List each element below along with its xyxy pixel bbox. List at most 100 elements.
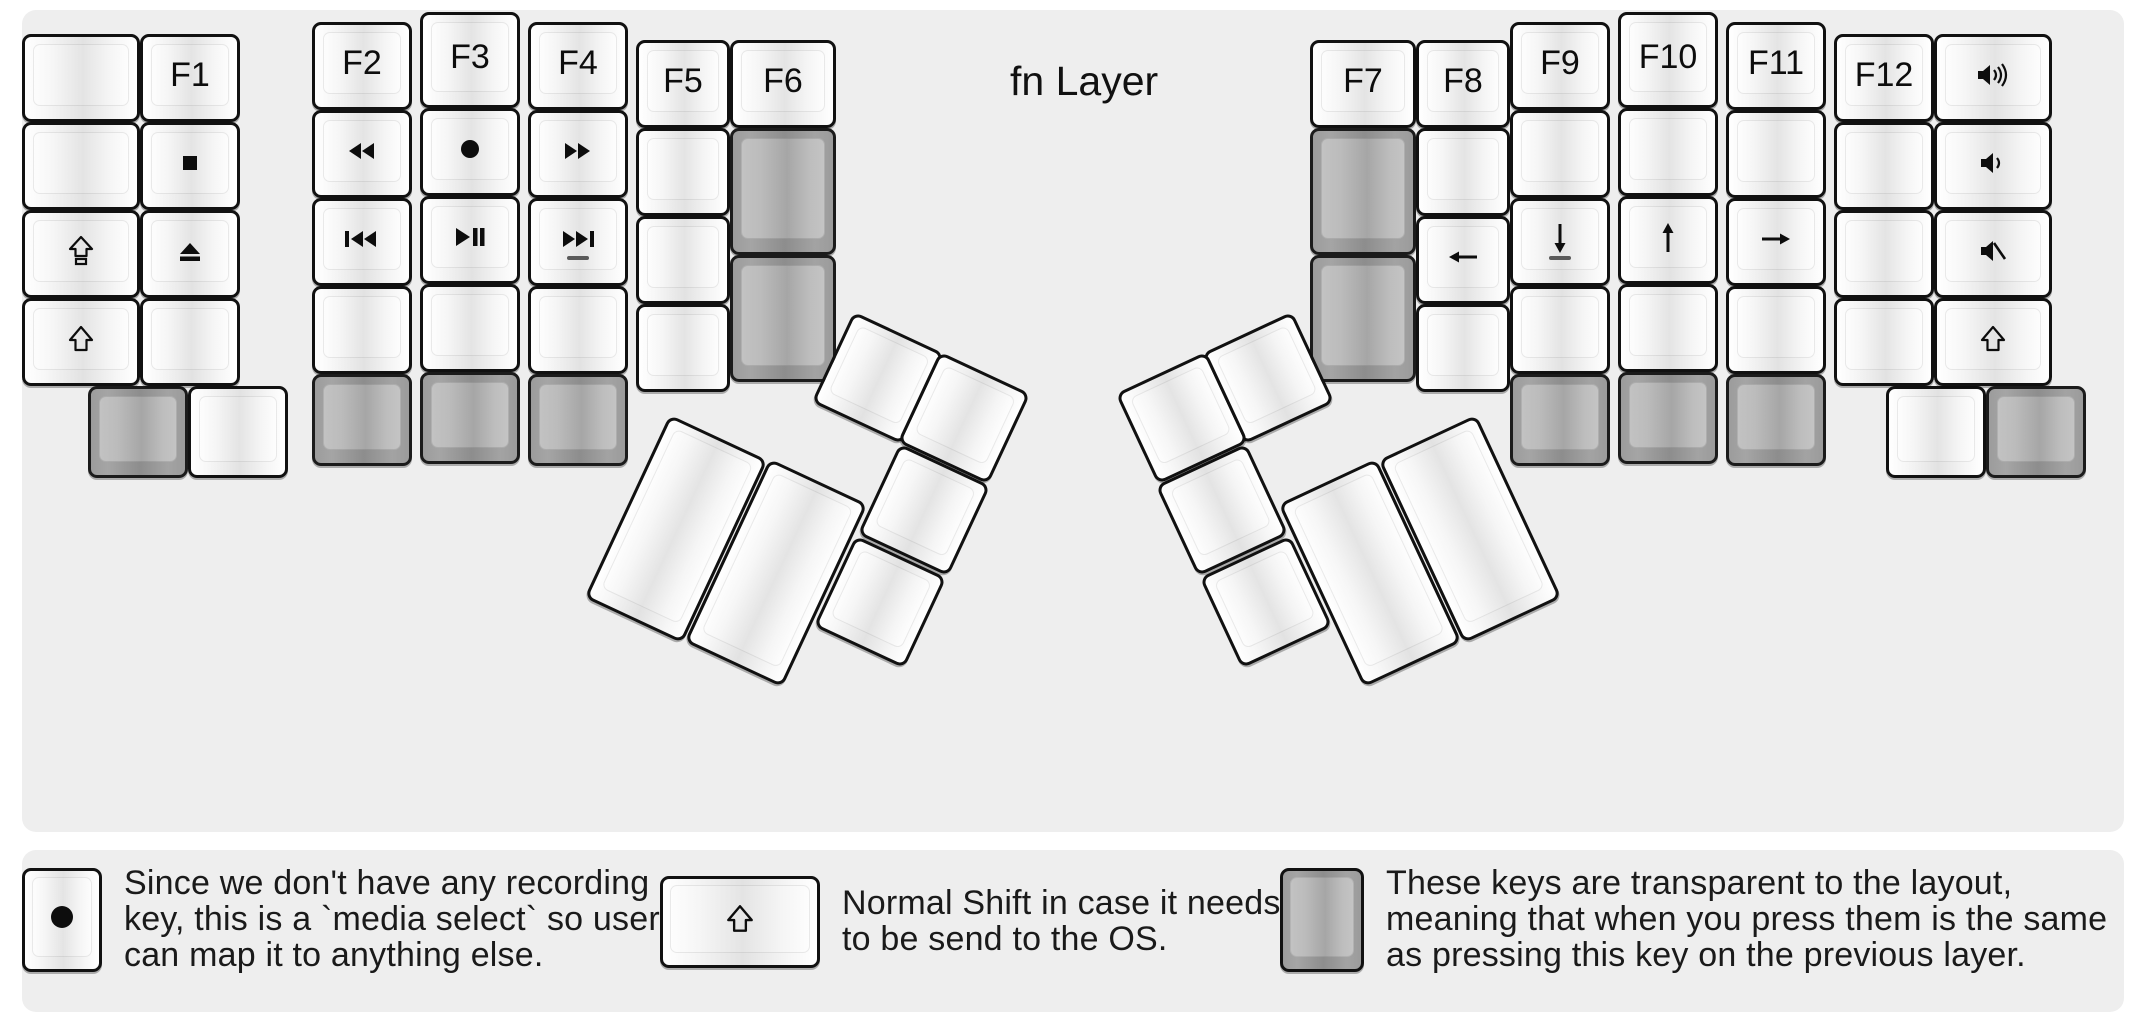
key-left-pinky-r5[interactable]	[188, 386, 288, 478]
keycap-face	[1427, 314, 1499, 376]
keycap-face	[874, 457, 977, 558]
key-left-record[interactable]	[420, 108, 520, 196]
key-right-inner1-r2[interactable]	[1416, 128, 1510, 216]
legend-key-record[interactable]	[22, 868, 102, 972]
key-left-middle-r4[interactable]	[420, 284, 520, 372]
key-label: F9	[1540, 44, 1580, 82]
key-left-eject[interactable]	[140, 210, 240, 298]
keycap-face: F6	[741, 50, 825, 112]
key-right-f8[interactable]: F8	[1416, 40, 1510, 128]
record-icon	[461, 140, 479, 158]
key-right-f12[interactable]: F12	[1834, 34, 1934, 122]
key-left-outer-r1[interactable]	[22, 34, 140, 122]
key-left-previous-track[interactable]	[312, 198, 412, 286]
arrow-left-icon	[1449, 251, 1477, 263]
keycap-face: F5	[647, 50, 719, 112]
key-right-index-r2[interactable]	[1510, 110, 1610, 198]
key-left-middle-transparent[interactable]	[420, 372, 520, 464]
key-right-f11[interactable]: F11	[1726, 22, 1826, 110]
key-left-inner1-r4[interactable]	[636, 304, 730, 392]
key-right-shift[interactable]	[1934, 298, 2052, 386]
key-right-arrow-left[interactable]	[1416, 216, 1510, 304]
keycap-face	[323, 120, 401, 182]
keycap-face	[1737, 384, 1815, 450]
key-right-f9[interactable]: F9	[1510, 22, 1610, 110]
keycap-face	[1321, 265, 1405, 366]
legend-line: Since we don't have any recording	[124, 864, 650, 902]
legend-line: to be send to the OS.	[842, 920, 1168, 958]
keycap-face	[33, 44, 129, 106]
key-left-ring-r4[interactable]	[312, 286, 412, 374]
key-left-fast-forward[interactable]	[528, 110, 628, 198]
key-left-outer-bottom-transparent[interactable]	[88, 386, 188, 478]
key-right-outer-bottom-transparent[interactable]	[1986, 386, 2086, 478]
key-right-middle-transparent[interactable]	[1618, 372, 1718, 464]
key-right-index-r4[interactable]	[1510, 286, 1610, 374]
key-left-f4[interactable]: F4	[528, 22, 628, 110]
key-right-volume-up[interactable]	[1934, 34, 2052, 122]
key-right-ring-transparent[interactable]	[1726, 374, 1826, 466]
keycap-face	[431, 206, 509, 268]
keycap-face	[1521, 120, 1599, 182]
key-left-shift[interactable]	[22, 298, 140, 386]
key-right-arrow-up[interactable]	[1618, 196, 1718, 284]
keycap-face	[323, 208, 401, 270]
key-right-ring-r2[interactable]	[1726, 110, 1826, 198]
key-label: F4	[558, 44, 598, 82]
keycap-face	[539, 384, 617, 450]
key-right-inner2-transparent-2[interactable]	[1310, 255, 1416, 382]
key-left-index-r4[interactable]	[528, 286, 628, 374]
key-right-index-transparent[interactable]	[1510, 374, 1610, 466]
key-left-inner1-r3[interactable]	[636, 216, 730, 304]
keycap-face	[151, 308, 229, 370]
key-left-rewind[interactable]	[312, 110, 412, 198]
key-right-pinky-r5[interactable]	[1886, 386, 1986, 478]
key-right-pinky-r4[interactable]	[1834, 298, 1934, 386]
keycap-face	[539, 208, 617, 270]
key-right-pinky-r2[interactable]	[1834, 122, 1934, 210]
key-left-pinky-r4[interactable]	[140, 298, 240, 386]
key-right-f10[interactable]: F10	[1618, 12, 1718, 108]
keycap-face	[1129, 365, 1232, 466]
key-left-f5[interactable]: F5	[636, 40, 730, 128]
key-right-inner1-r4[interactable]	[1416, 304, 1510, 392]
keycap-face	[1737, 296, 1815, 358]
keycap-face	[741, 265, 825, 366]
legend-key-shift[interactable]	[660, 876, 820, 968]
key-left-play-pause[interactable]	[420, 196, 520, 284]
key-left-index-transparent[interactable]	[528, 374, 628, 466]
keycap-face	[323, 384, 401, 450]
keycap-face	[1897, 396, 1975, 462]
key-left-inner2-transparent-1[interactable]	[730, 128, 836, 255]
key-right-f7[interactable]: F7	[1310, 40, 1416, 128]
keycap-face	[1997, 396, 2075, 462]
key-left-stop[interactable]	[140, 122, 240, 210]
legend-panel: Since we don't have any recording key, t…	[22, 850, 2124, 1012]
key-right-mute[interactable]	[1934, 210, 2052, 298]
keycap-face	[1629, 118, 1707, 180]
keycap-face	[323, 296, 401, 358]
key-right-middle-r2[interactable]	[1618, 108, 1718, 196]
key-right-ring-r4[interactable]	[1726, 286, 1826, 374]
keycap-face	[32, 877, 92, 957]
key-right-middle-r4[interactable]	[1618, 284, 1718, 372]
key-right-inner2-transparent-1[interactable]	[1310, 128, 1416, 255]
key-left-inner2-transparent-2[interactable]	[730, 255, 836, 382]
key-left-f2[interactable]: F2	[312, 22, 412, 110]
key-left-f6[interactable]: F6	[730, 40, 836, 128]
keycap-face	[1290, 877, 1354, 957]
key-left-inner1-r2[interactable]	[636, 128, 730, 216]
key-right-pinky-r3[interactable]	[1834, 210, 1934, 298]
key-left-shift-lock[interactable]	[22, 210, 140, 298]
key-left-f3[interactable]: F3	[420, 12, 520, 108]
key-left-outer-r2[interactable]	[22, 122, 140, 210]
key-left-next-track[interactable]	[528, 198, 628, 286]
key-right-arrow-right[interactable]	[1726, 198, 1826, 286]
key-right-volume-down[interactable]	[1934, 122, 2052, 210]
key-left-ring-transparent[interactable]	[312, 374, 412, 466]
record-icon	[51, 906, 73, 928]
legend-key-transparent[interactable]	[1280, 868, 1364, 972]
next-track-icon	[563, 231, 594, 247]
key-right-arrow-down[interactable]	[1510, 198, 1610, 286]
key-left-f1[interactable]: F1	[140, 34, 240, 122]
